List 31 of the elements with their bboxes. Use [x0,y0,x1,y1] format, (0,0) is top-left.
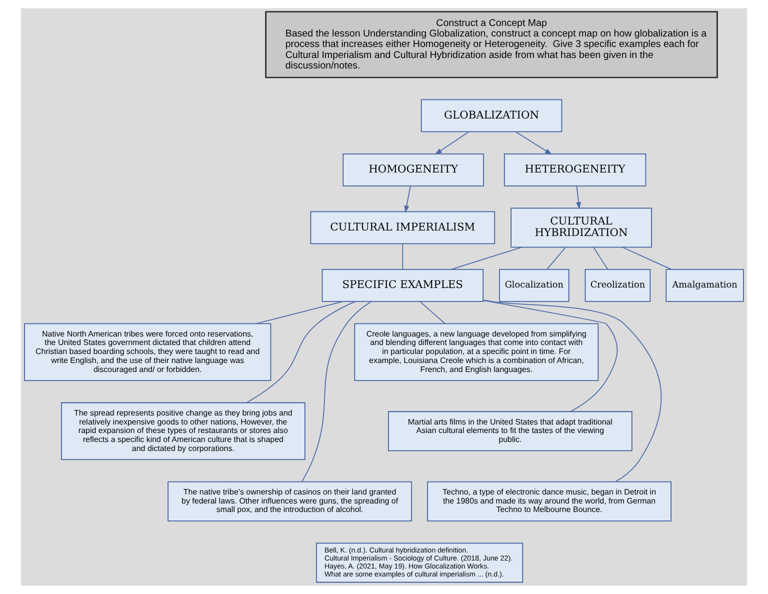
node-box: Glocalization [499,269,570,302]
node-box: SPECIFIC EXAMPLES [322,269,484,302]
connector [622,246,672,270]
node-box: The native tribe's ownership of casinos on their land granted by federal laws. Other influences were guns, the spreading of small pox, and the introduction of alcohol. [168,481,412,522]
connector [302,301,372,482]
connector [256,301,344,324]
connector [482,300,618,412]
node-box: Construct a Concept Map Based the lesson Understanding Globalization, construct a concept map on how globalization is a process that increases either Homogeneity or Heterogeneity. Give 3 specific examples each for Cultural Imperialism and Cultural Hybridization aside from what has been given in the discussion/notes. [265,11,718,78]
node-box: Creolization [584,269,651,302]
arrow [434,131,470,155]
node-box: CULTURAL HYBRIDIZATION [510,208,652,248]
node-box: Amalgamation [666,269,744,302]
connector [546,247,566,270]
arrow [404,186,411,213]
node-box: Native North American tribes were forced onto reservations, the United States government dictated that children attend Christian based boarding schools, they were taught to read and write English, and the use of their native language was discouraged and/ or forbidden. [24,323,272,381]
node-box: HOMOGENEITY [342,154,484,186]
node-box: Techno, a type of electronic dance music, began in Detroit in the 1980s and made its way around the world, from German Techno to Melbourne Bounce. [427,481,672,522]
node-box: Martial arts films in the United States that adapt traditional Asian cultural elements to fit the tastes of the viewing public. [388,411,632,452]
node-box: CULTURAL IMPERIALISM [310,211,496,244]
arrow [576,186,582,210]
node-box: HETEROGENEITY [504,154,646,186]
node-box: The spread represents positive change as they bring jobs and relatively inexpensive goods to other nations, However, the rapid expansion of these types of restaurants or stores also reflects a specific kind of American culture that is shaped and dictated by corporations. [60,402,306,460]
arrow [515,131,552,155]
connector [482,300,662,482]
connector [420,301,446,324]
connector [246,301,356,404]
node-box: GLOBALIZATION [420,99,562,132]
node-box: Creole languages, a new language developed from simplifying and blending different languages that come into contact with in particular population, at a specific point in time. For example, Louisiana Creole which is a combination of African, French, and English languages. [354,323,599,381]
connector [402,243,404,270]
connector [450,246,522,270]
connector [593,247,608,270]
